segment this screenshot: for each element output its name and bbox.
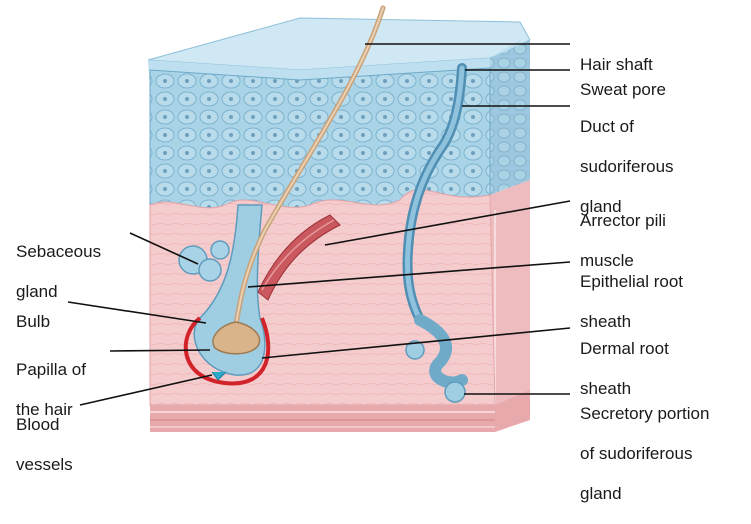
label-secretory-portion: Secretory portion of sudoriferous gland	[580, 384, 709, 524]
block-side-face	[490, 40, 530, 410]
label-blood-vessels: Blood vessels	[16, 395, 73, 495]
